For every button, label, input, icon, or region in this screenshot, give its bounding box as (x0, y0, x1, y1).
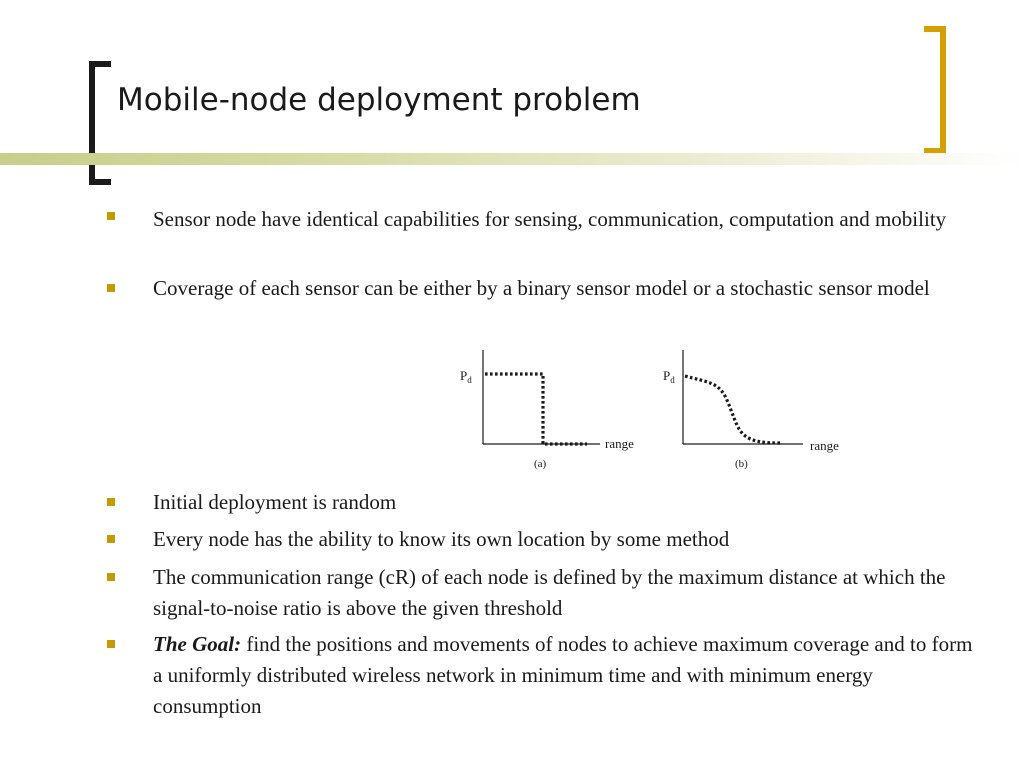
stochastic-model-panel: Pd range (b) (663, 350, 839, 470)
sensor-model-figure: Pd range (a) Pd range (b) (445, 340, 865, 480)
bullet-goal: The Goal: find the positions and movemen… (107, 629, 973, 722)
panel-b-x-label: range (810, 438, 839, 453)
panel-b-caption: (b) (735, 458, 748, 470)
stochastic-coverage-curve (684, 374, 782, 445)
binary-model-panel: Pd range (a) (460, 350, 634, 470)
bullet-identical-capabilities: Sensor node have identical capabilities … (107, 201, 973, 237)
binary-coverage-curve (485, 372, 587, 446)
left-bracket-decoration (89, 61, 111, 185)
bullet-initial-deployment: Initial deployment is random (107, 487, 973, 518)
goal-lead: The Goal: (153, 632, 242, 656)
slide-title: Mobile-node deployment problem (117, 82, 641, 118)
sensor-model-diagrams: Pd range (a) Pd range (b) (460, 350, 839, 470)
panel-a-y-label: Pd (460, 368, 472, 385)
panel-a-caption: (a) (534, 458, 547, 470)
bullet-coverage-model: Coverage of each sensor can be either by… (107, 273, 973, 304)
bullet-communication-range: The communication range (cR) of each nod… (107, 562, 973, 624)
panel-a-x-label: range (605, 436, 634, 451)
right-bracket-decoration (924, 26, 946, 154)
title-accent-bar (0, 153, 1024, 165)
bullet-node-location: Every node has the ability to know its o… (107, 524, 973, 555)
panel-b-y-label: Pd (663, 368, 675, 385)
goal-text: find the positions and movements of node… (153, 632, 973, 718)
